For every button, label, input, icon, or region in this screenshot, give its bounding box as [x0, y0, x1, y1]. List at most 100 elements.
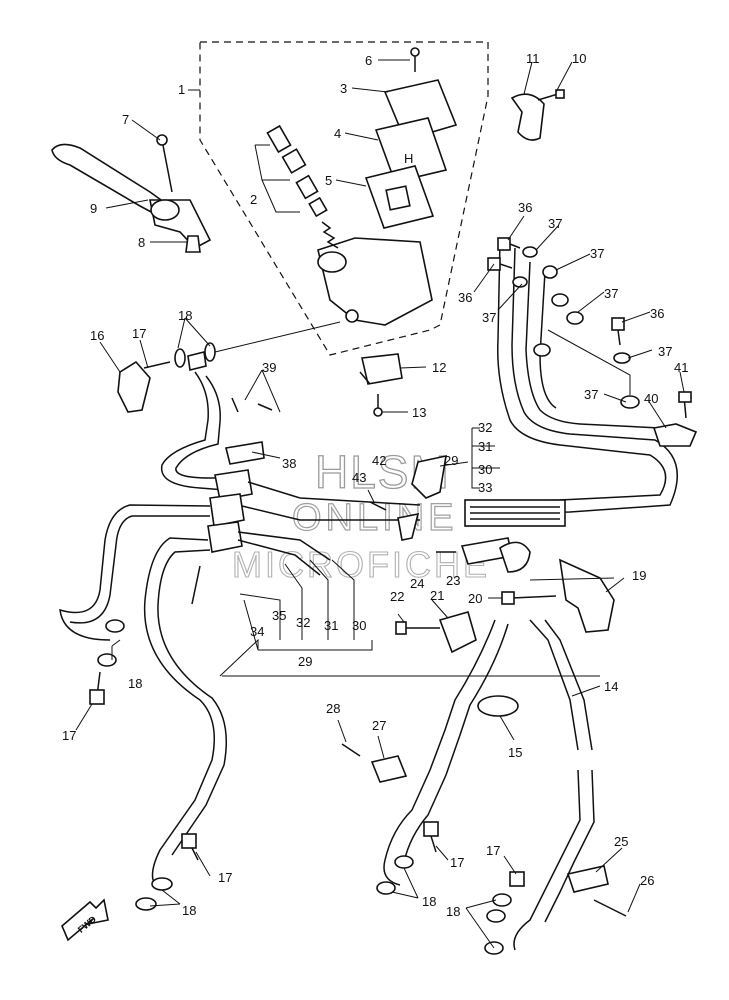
callout-9: 9	[90, 201, 97, 216]
washer-37a	[522, 246, 538, 258]
handlebar-clamp	[510, 89, 565, 141]
callout-labels: 1 2 3 4 5 6 7 8 9 10 11 12 13 14 15 16 1…	[62, 51, 688, 919]
pipe-a	[247, 481, 421, 506]
upper-banjo-assembly	[117, 342, 216, 413]
piston-part-d	[308, 196, 328, 218]
washer-37e	[566, 311, 584, 325]
hose-joint	[341, 743, 408, 783]
callout-20: 20	[468, 591, 482, 606]
callout-29a: 29	[298, 654, 312, 669]
callout-36a: 36	[518, 200, 532, 215]
callout-35: 35	[272, 608, 286, 623]
callout-17d: 17	[450, 855, 464, 870]
callout-33: 33	[478, 480, 492, 495]
callout-37a: 37	[548, 216, 562, 231]
hose-holder	[395, 611, 477, 654]
callout-29b: 29	[444, 453, 458, 468]
callout-42: 42	[372, 453, 386, 468]
small-bracket	[436, 537, 531, 573]
callout-14: 14	[604, 679, 618, 694]
bolt-22-head	[395, 621, 407, 635]
callout-1: 1	[178, 82, 185, 97]
washer-b	[97, 653, 117, 667]
callout-7: 7	[122, 112, 129, 127]
bolt-36a	[509, 243, 521, 249]
callout-31a: 31	[324, 618, 338, 633]
right-front-hose	[383, 619, 496, 886]
guide-bolt-1	[231, 397, 239, 413]
guide-line	[214, 321, 341, 353]
callout-18d: 18	[422, 894, 436, 909]
watermark-line2: ONLINE	[292, 497, 457, 539]
callout-21: 21	[430, 588, 444, 603]
lever-pivot	[150, 199, 180, 221]
washer-37f	[613, 352, 631, 364]
pipe-b	[241, 505, 420, 521]
callout-18e: 18	[446, 904, 460, 919]
bolt-17-right-head	[423, 821, 439, 837]
callout-27: 27	[372, 718, 386, 733]
pivot-bolt-head	[156, 134, 168, 146]
reservoir-cap-stack: H	[364, 47, 458, 229]
callout-31b: 31	[478, 439, 492, 454]
gasket-2	[204, 342, 216, 362]
pipe-bracket	[652, 391, 698, 447]
joint-lower	[207, 521, 243, 553]
callout-5: 5	[325, 173, 332, 188]
callout-23: 23	[446, 573, 460, 588]
clamp-bolt-head	[555, 89, 565, 99]
callout-15: 15	[508, 745, 522, 760]
bolt-36c	[617, 329, 621, 346]
bolt-17-rear-head	[509, 871, 525, 887]
hose-guide	[225, 369, 281, 465]
callout-24: 24	[410, 576, 424, 591]
pipe-32	[469, 239, 667, 503]
master-cylinder	[317, 237, 433, 326]
bolt-20	[511, 595, 557, 599]
callout-17b: 17	[62, 728, 76, 743]
callout-4: 4	[334, 126, 341, 141]
banjo-fitting	[187, 351, 207, 371]
banjo-bolt	[143, 361, 171, 369]
callout-36c: 36	[650, 306, 664, 321]
joint-upper	[214, 469, 253, 501]
callout-25: 25	[614, 834, 628, 849]
pipe-30	[525, 261, 661, 429]
switch-screw-head	[373, 407, 383, 417]
callout-19: 19	[632, 568, 646, 583]
upper-brake-hose-edge	[175, 375, 226, 479]
pipe-c	[237, 531, 331, 561]
callout-39: 39	[262, 360, 276, 375]
callout-37e: 37	[658, 344, 672, 359]
guide-bolt-2	[257, 403, 273, 411]
clamp-42	[411, 454, 447, 499]
forward-direction-badge: FWD	[61, 898, 109, 942]
bracket-23-round	[499, 541, 531, 573]
bolt-17-right	[430, 835, 437, 853]
callout-16: 16	[90, 328, 104, 343]
right-front-hose-edge	[403, 623, 509, 863]
bracket-40	[652, 423, 698, 447]
callout-28: 28	[326, 701, 340, 716]
callout-11: 11	[526, 51, 540, 66]
piston-part-a	[266, 124, 292, 154]
master-cylinder-bore	[317, 251, 347, 273]
piston-kit	[254, 124, 339, 249]
callout-2: 2	[250, 192, 257, 207]
lower-left-fittings	[135, 565, 201, 911]
pipe-d	[237, 539, 321, 576]
washer-g	[492, 893, 512, 907]
callout-37d: 37	[604, 286, 618, 301]
clip-43	[397, 512, 420, 541]
cover-mark: H	[404, 151, 413, 166]
right-lower-fittings	[376, 821, 439, 895]
bolt-36c-head	[611, 317, 625, 331]
washer-37b	[542, 265, 558, 279]
bracket-19	[558, 558, 615, 633]
bolt-36b	[499, 263, 513, 269]
piston-part-b	[281, 148, 307, 174]
hose-clamp-15	[477, 695, 519, 717]
switch-body	[361, 353, 403, 385]
brake-light-switch	[359, 353, 403, 417]
washer-h	[486, 909, 506, 923]
